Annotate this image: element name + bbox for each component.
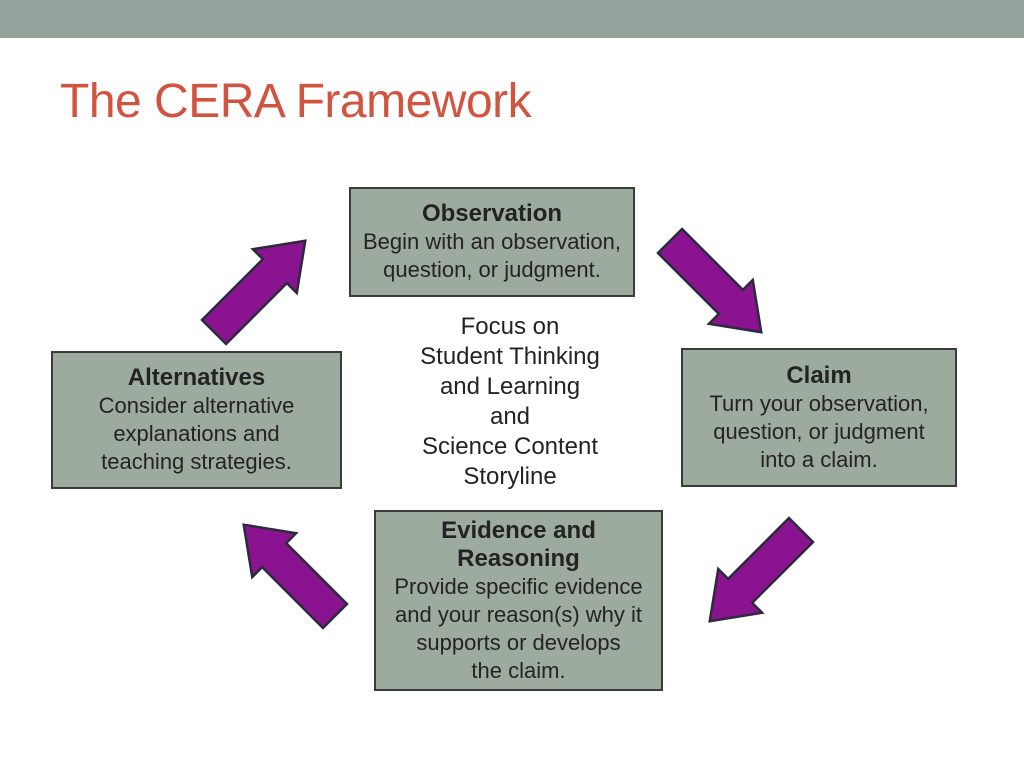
arrow-claim-to-evidence-icon: [708, 516, 815, 623]
evidence-box: Evidence and Reasoning Provide specific …: [374, 510, 663, 691]
claim-body: Turn your observation,question, or judgm…: [709, 390, 929, 472]
arrow-observation-to-claim-icon: [656, 227, 763, 334]
claim-heading: Claim: [786, 361, 852, 389]
arrow-evidence-to-alternatives-icon: [242, 523, 349, 630]
observation-heading: Observation: [421, 200, 563, 227]
observation-box: Observation Begin with an observation,qu…: [349, 187, 635, 297]
arrow-alternatives-to-observation-icon: [200, 239, 307, 346]
top-accent-bar: [0, 0, 1024, 38]
observation-body: Begin with an observation,question, or j…: [362, 229, 622, 282]
slide-title: The CERA Framework: [60, 75, 532, 128]
evidence-heading: Evidence and Reasoning: [441, 516, 596, 572]
alternatives-heading: Alternatives: [127, 364, 266, 391]
claim-box: Claim Turn your observation,question, or…: [681, 348, 957, 487]
